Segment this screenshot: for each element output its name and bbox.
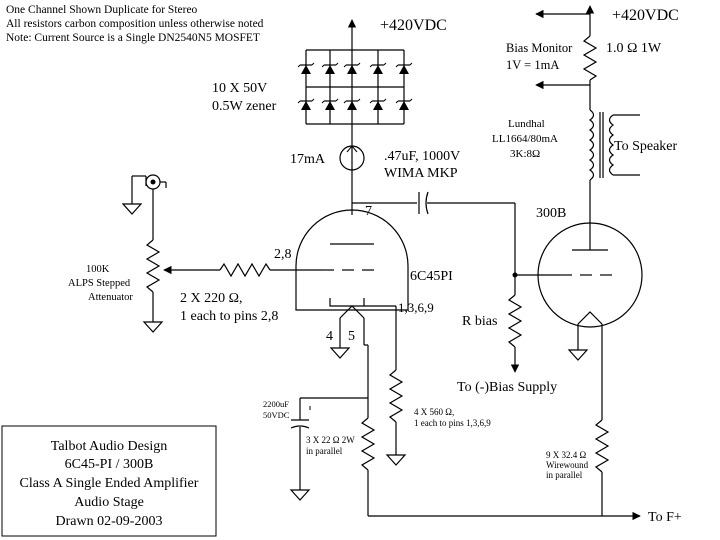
filament-resistor — [594, 419, 610, 473]
bias-resistor — [507, 294, 523, 348]
pin-heater-a-label: 4 — [326, 329, 333, 344]
transformer-label-2: LL1664/80mA — [492, 133, 558, 145]
zener-label-1: 10 X 50V — [212, 81, 267, 96]
cathode-res-label-1: 3 X 22 Ω 2W — [306, 435, 355, 445]
cathode-res2-label-1: 4 X 560 Ω, — [414, 407, 454, 417]
transformer-label-1: Lundhal — [508, 118, 545, 130]
supply-left-label: +420VDC — [380, 17, 447, 34]
ground-symbol — [142, 321, 164, 333]
pin-grid-label: 2,8 — [274, 247, 292, 262]
cathode-cap-label-1: 2200uF — [263, 399, 289, 409]
current-source-label: 17mA — [290, 152, 326, 167]
cathode-resistor-22 — [360, 417, 376, 471]
transformer-label-3: 3K:8Ω — [510, 148, 540, 160]
attenuator-label-1: 100K — [86, 264, 110, 275]
bias-monitor-label-1: Bias Monitor — [506, 41, 573, 55]
ground-symbol — [385, 454, 407, 466]
title-line-4: Audio Stage — [74, 495, 144, 510]
zener-array — [297, 49, 413, 125]
title-line-1: Talbot Audio Design — [51, 439, 167, 454]
grid-stopper-label-2: 1 each to pins 2,8 — [180, 309, 278, 324]
bias-monitor-resistor — [582, 35, 598, 81]
filament-res-label-3: in parallel — [546, 470, 583, 480]
current-source — [339, 145, 365, 171]
filament-res-label-2: Wirewound — [546, 460, 589, 470]
note-line-3: Note: Current Source is a Single DN2540N… — [6, 32, 260, 44]
cathode-res2-label-2: 1 each to pins 1,3,6,9 — [414, 418, 491, 428]
title-line-3: Class A Single Ended Amplifier — [20, 476, 199, 491]
pin-heater-b-label: 5 — [348, 329, 355, 344]
transformer-speaker-label: To Speaker — [614, 139, 678, 154]
ground-symbol — [567, 349, 589, 361]
bias-monitor-label-2: 1V = 1mA — [506, 58, 559, 72]
pin-cathode-label: 1,3,6,9 — [398, 300, 434, 315]
cathode-capacitor — [289, 398, 311, 501]
driver-tube-label: 6C45PI — [410, 269, 453, 284]
ground-symbol — [329, 347, 351, 359]
attenuator-label-3: Attenuator — [88, 292, 133, 303]
r-bias-label: R bias — [462, 314, 497, 329]
note-line-1: One Channel Shown Duplicate for Stereo — [6, 4, 198, 16]
zener-label-2: 0.5W zener — [212, 99, 277, 114]
bias-supply-label: To (-)Bias Supply — [457, 380, 557, 395]
pin-plate-label: 7 — [365, 204, 372, 219]
note-line-2: All resistors carbon composition unless … — [6, 18, 264, 30]
filament-res-label-1: 9 X 32.4 Ω — [546, 450, 586, 460]
title-line-5: Drawn 02-09-2003 — [56, 514, 163, 529]
bias-monitor-value: 1.0 Ω 1W — [606, 41, 662, 56]
supply-right-label: +420VDC — [612, 7, 679, 24]
filament-out-label: To F+ — [648, 510, 682, 525]
grid-stopper-label-1: 2 X 220 Ω, — [180, 291, 243, 306]
coupling-cap-label-2: WIMA MKP — [384, 166, 458, 181]
coupling-capacitor — [418, 191, 429, 215]
input-jack — [121, 174, 166, 215]
title-line-2: 6C45-PI / 300B — [65, 457, 154, 472]
cathode-res-label-2: in parallel — [306, 446, 343, 456]
cathode-resistor-560 — [388, 369, 404, 423]
title-block — [1, 425, 217, 537]
coupling-cap-label-1: .47uF, 1000V — [384, 149, 460, 164]
attenuator-pot — [145, 239, 161, 293]
grid-stopper-resistor — [219, 262, 271, 278]
cathode-cap-label-2: 50VDC — [263, 410, 290, 420]
output-tube-label: 300B — [536, 206, 566, 221]
driver-tube — [295, 209, 409, 319]
output-transformer — [588, 109, 640, 181]
attenuator-label-2: ALPS Stepped — [68, 278, 131, 289]
